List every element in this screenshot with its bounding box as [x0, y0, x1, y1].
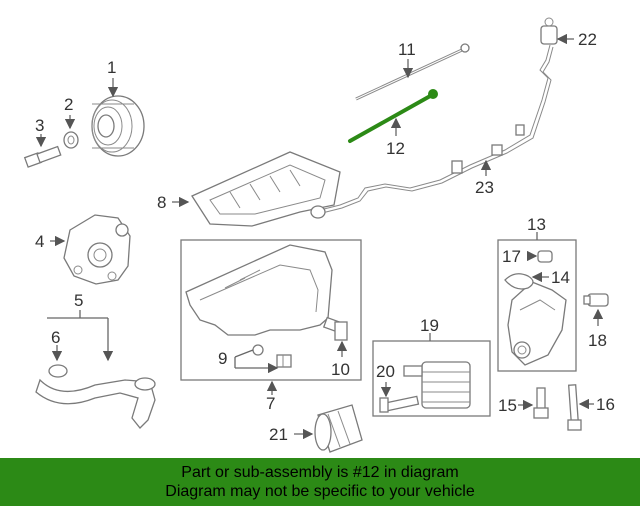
label-23: 23 — [475, 178, 494, 197]
part-16-bolt[interactable] — [567, 384, 582, 431]
banner-line-1: Part or sub-assembly is #12 in diagram — [181, 464, 459, 481]
part-18-sensor[interactable] — [583, 293, 609, 307]
label-4: 4 — [35, 232, 44, 251]
part-1-pulley[interactable] — [91, 95, 145, 157]
label-5: 5 — [74, 291, 83, 310]
part-9-drain-plug-gasket[interactable] — [252, 344, 292, 368]
label-17: 17 — [502, 247, 521, 266]
label-10: 10 — [331, 360, 350, 379]
part-14-gasket[interactable] — [504, 273, 534, 290]
label-14: 14 — [551, 268, 570, 287]
part-10-oil-level-sensor[interactable] — [322, 316, 348, 341]
label-13: 13 — [527, 215, 546, 234]
label-21: 21 — [269, 425, 288, 444]
label-7: 7 — [266, 394, 275, 413]
label-3: 3 — [35, 116, 44, 135]
label-1: 1 — [107, 58, 116, 77]
info-banner: Part or sub-assembly is #12 in diagram D… — [0, 458, 640, 506]
part-5-pickup-tube[interactable] — [35, 377, 156, 429]
label-6: 6 — [51, 328, 60, 347]
part-21-oil-filter[interactable] — [314, 404, 363, 453]
label-19: 19 — [420, 316, 439, 335]
label-20: 20 — [376, 362, 395, 381]
label-18: 18 — [588, 331, 607, 350]
part-7-group-box — [180, 239, 362, 381]
part-22-sensor[interactable] — [540, 17, 558, 45]
banner-line-2: Diagram may not be specific to your vehi… — [165, 483, 475, 500]
label-12: 12 — [386, 139, 405, 158]
part-4-oil-pump[interactable] — [63, 214, 131, 285]
part-6-o-ring[interactable] — [48, 364, 68, 378]
label-22: 22 — [578, 30, 597, 49]
part-17-cap[interactable] — [537, 250, 553, 263]
part-19-group-box — [372, 340, 491, 417]
label-15: 15 — [498, 396, 517, 415]
label-2: 2 — [64, 95, 73, 114]
part-7-oil-pan[interactable] — [185, 244, 333, 336]
label-11: 11 — [398, 40, 416, 59]
label-16: 16 — [596, 395, 615, 414]
label-8: 8 — [157, 193, 166, 212]
part-20-bolt[interactable] — [379, 395, 420, 413]
part-23-tube-assembly[interactable] — [310, 44, 554, 219]
part-19-oil-cooler[interactable] — [403, 361, 471, 409]
parts-diagram: 1 2 3 4 5 6 — [23, 17, 615, 453]
part-3-bolt[interactable] — [23, 145, 62, 168]
part-13-timing-cover[interactable] — [507, 281, 567, 366]
part-15-bolt[interactable] — [533, 387, 549, 419]
part-2-washer[interactable] — [63, 131, 79, 149]
label-9: 9 — [218, 349, 227, 368]
